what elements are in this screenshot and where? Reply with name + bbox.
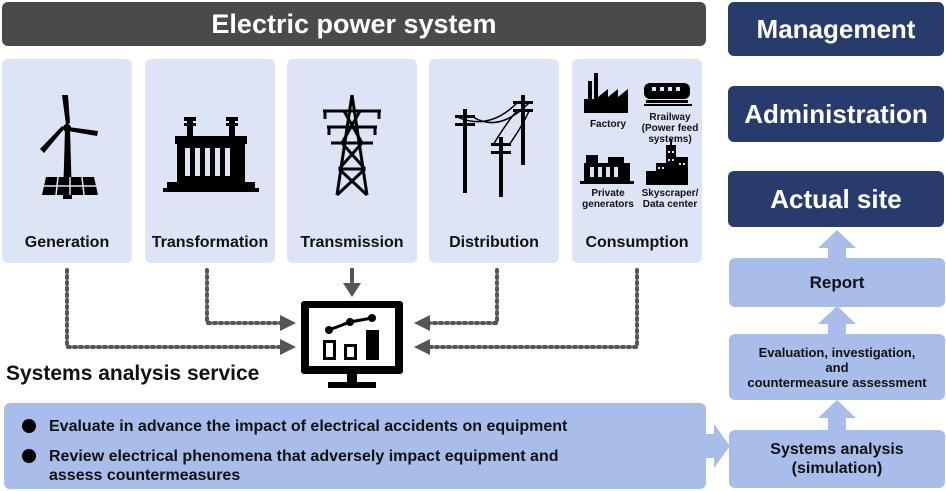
- factory-label: Factory: [589, 119, 627, 130]
- private-generators-label: Private generators: [582, 188, 634, 210]
- stage-label: Generation: [24, 234, 110, 251]
- stage-label: Transmission: [300, 234, 404, 251]
- administration-box: Administration: [728, 86, 944, 142]
- transmission-tower-icon: [323, 94, 381, 197]
- systems-analysis-box: Systems analysis (simulation): [729, 430, 945, 488]
- skyscraper-label: Skyscraper/ Data center: [641, 188, 699, 210]
- evaluation-box: Evaluation, investigation, and counterme…: [729, 334, 945, 400]
- to-systems-analysis-arrow: [706, 424, 730, 468]
- stage-transmission: Transmission: [287, 59, 417, 263]
- stage-label: Consumption: [585, 234, 689, 251]
- bullet-item: Review electrical phenomena that adverse…: [22, 447, 559, 485]
- report-box: Report: [729, 258, 945, 307]
- bullet-item: Evaluate in advance the impact of electr…: [22, 417, 567, 436]
- utility-poles-icon: [455, 95, 533, 197]
- management-box: Management: [728, 2, 944, 56]
- stage-generation: Generation: [2, 59, 132, 263]
- stage-transformation: Transformation: [145, 59, 275, 263]
- actual-site-box: Actual site: [728, 171, 944, 227]
- factory-icon: [584, 73, 628, 113]
- monitor-chart-icon: [301, 301, 403, 388]
- distribution-connector: [426, 268, 499, 325]
- consumer-facilities-icon: [580, 73, 692, 185]
- bullet-dot: [22, 449, 36, 463]
- stage-label: Transformation: [151, 234, 269, 251]
- generation-connector: [65, 268, 284, 349]
- service-title: Systems analysis service: [6, 362, 260, 385]
- diagram-title: Electric power system: [2, 2, 706, 46]
- stage-consumption: Factory Rrailway (Power feed systems) Pr…: [572, 59, 702, 263]
- bullet-dot: [22, 419, 36, 433]
- connector-arrowheads: [280, 283, 430, 355]
- stage-distribution: Distribution: [429, 59, 559, 263]
- railway-label: Rrailway (Power feed systems): [641, 112, 699, 145]
- service-description-box: Evaluate in advance the impact of electr…: [4, 403, 706, 489]
- bullet-text: Review electrical phenomena that adverse…: [49, 448, 559, 484]
- upward-arrows: [818, 230, 856, 430]
- wind-turbine-solar-icon: [40, 95, 98, 199]
- stage-label: Distribution: [449, 234, 539, 251]
- transformer-icon: [163, 117, 259, 192]
- consumption-connector: [426, 268, 639, 349]
- transformation-connector: [205, 268, 284, 325]
- bullet-text: Evaluate in advance the impact of electr…: [49, 418, 568, 435]
